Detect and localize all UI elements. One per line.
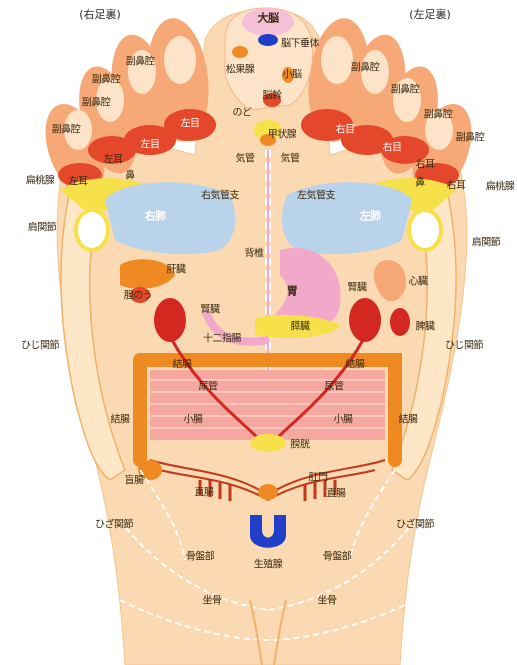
- label-kidney-right: 腎臓: [201, 305, 220, 316]
- label-cerebellum: 小脳: [283, 70, 302, 81]
- label-colon-r2: 結腸: [111, 415, 130, 426]
- label-cecum: 盲腸: [125, 476, 144, 487]
- label-sciatic-left: 坐骨: [318, 596, 337, 607]
- label-tonsil-right: 扁桃腺: [26, 176, 55, 187]
- label-duodenum: 十二指腸: [203, 334, 241, 345]
- left-kidney-shape: [349, 298, 381, 342]
- label-stomach: 胃: [287, 286, 298, 297]
- label-colon-r1: 結腸: [173, 360, 192, 371]
- label-gonad: 生殖腺: [254, 560, 283, 571]
- label-heart: 心臓: [409, 277, 428, 288]
- anus-shape: [258, 484, 278, 500]
- label-tonsil-left: 扁桃腺: [486, 182, 515, 193]
- label-liver: 肝臓: [167, 265, 186, 276]
- label-bronchus-right: 右気管支: [201, 191, 239, 202]
- label-nose-left: 鼻: [415, 178, 425, 189]
- label-sinus-r1: 副鼻腔: [126, 57, 155, 68]
- label-sinus-l1: 副鼻腔: [351, 63, 380, 74]
- label-ureter-left: 尿管: [325, 382, 344, 393]
- label-elbow-right: ひじ関節: [21, 341, 59, 352]
- label-sinus-l2: 副鼻腔: [391, 85, 420, 96]
- label-kidney-left: 腎臓: [348, 283, 367, 294]
- label-brain: 大脳: [258, 13, 279, 24]
- spleen-shape: [390, 308, 410, 336]
- right-shoulder-joint: [76, 210, 108, 250]
- label-bladder: 膀胱: [291, 440, 310, 451]
- label-pituitary: 脳下垂体: [281, 39, 319, 50]
- label-pineal: 松果腺: [226, 65, 255, 76]
- right-foot-header: (右足裏): [79, 6, 121, 22]
- bladder-shape: [250, 434, 286, 452]
- label-trachea-left: 気管: [281, 154, 300, 165]
- label-knee-left: ひざ関節: [396, 520, 434, 531]
- label-colon-l1: 結腸: [346, 360, 365, 371]
- label-pelvis-right: 骨盤部: [186, 552, 215, 563]
- label-elbow-left: ひじ関節: [445, 341, 483, 352]
- label-sinus-l3: 副鼻腔: [424, 110, 453, 121]
- label-thyroid: 甲状腺: [268, 130, 297, 141]
- label-sinus-l4: 副鼻腔: [456, 133, 485, 144]
- label-ureter-right: 尿管: [199, 382, 218, 393]
- label-sinus-r3: 副鼻腔: [82, 98, 111, 109]
- label-shoulder-left: 肩関節: [472, 238, 501, 249]
- label-sinus-r4: 副鼻腔: [52, 125, 81, 136]
- label-nose-right: 鼻: [125, 171, 135, 182]
- label-brainstem: 脳幹: [263, 91, 282, 102]
- label-ear-r1: 左耳: [104, 155, 123, 166]
- label-lung-left: 左肺: [360, 211, 381, 222]
- label-ear-l1: 右耳: [416, 160, 435, 171]
- label-colon-l2: 結腸: [399, 415, 418, 426]
- label-ear-r2: 左耳: [69, 177, 88, 188]
- left-shoulder-joint: [409, 210, 441, 250]
- label-spine: 背椎: [245, 249, 264, 260]
- label-gallbladder: 胆のう: [124, 291, 153, 302]
- label-shoulder-right: 肩関節: [28, 223, 57, 234]
- label-small-intestine-left: 小腸: [334, 415, 353, 426]
- label-anus-area: 肛門: [309, 473, 328, 484]
- label-ear-l2: 右耳: [447, 181, 466, 192]
- label-sinus-r2: 副鼻腔: [92, 75, 121, 86]
- label-eye-r1: 左目: [181, 119, 200, 130]
- label-pancreas: 膵臓: [291, 322, 310, 333]
- label-sciatic-right: 坐骨: [203, 596, 222, 607]
- label-eye-r2: 左目: [141, 140, 160, 151]
- label-eye-l1: 右目: [336, 125, 355, 136]
- label-rectum-left: 直腸: [327, 489, 346, 500]
- label-rectum-right: 直腸: [195, 488, 214, 499]
- label-spleen: 脾臓: [416, 322, 435, 333]
- label-eye-l2: 右目: [383, 143, 402, 154]
- left-foot-header: (左足裏): [409, 6, 451, 22]
- label-knee-right: ひざ関節: [95, 520, 133, 531]
- label-pelvis-left: 骨盤部: [323, 552, 352, 563]
- label-small-intestine-right: 小腸: [184, 415, 203, 426]
- label-lung-right: 右肺: [145, 211, 166, 222]
- label-bronchus-left: 左気管支: [297, 191, 335, 202]
- label-throat: のど: [233, 108, 252, 119]
- label-trachea-right: 気管: [236, 154, 255, 165]
- right-kidney-shape: [154, 298, 186, 342]
